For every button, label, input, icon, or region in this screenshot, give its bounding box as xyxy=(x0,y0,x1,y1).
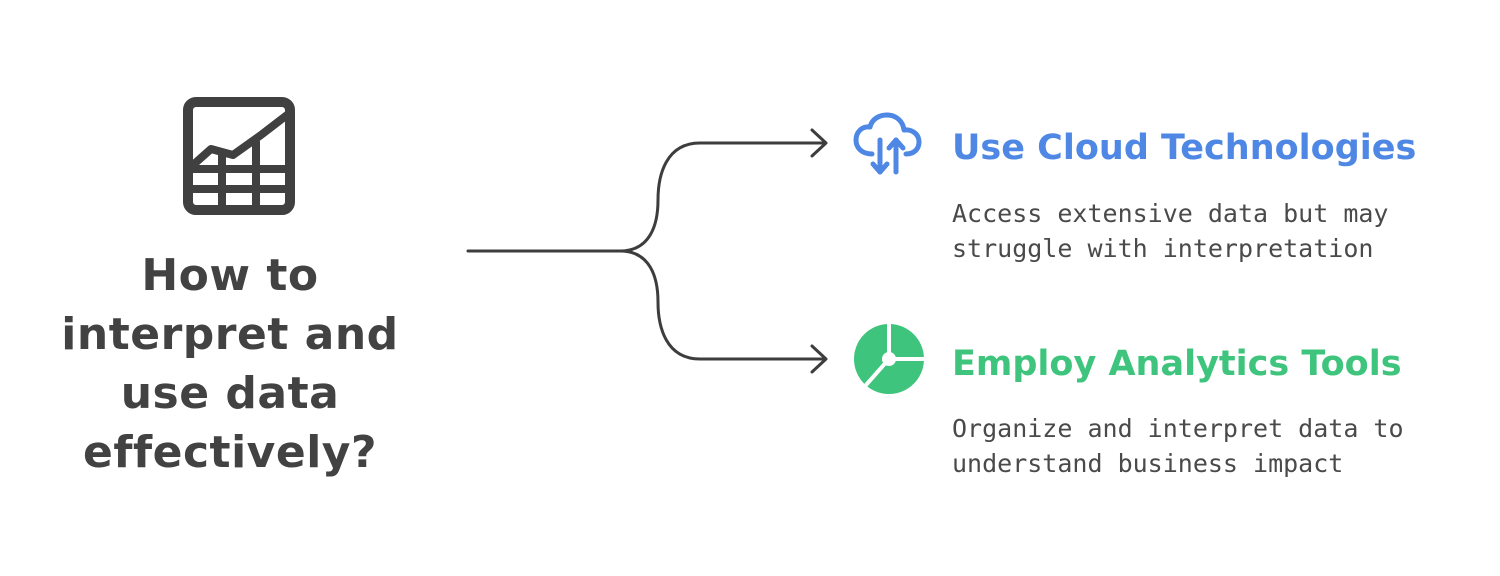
option-title-cloud: Use Cloud Technologies xyxy=(952,128,1417,168)
option-description-analytics: Organize and interpret data to understan… xyxy=(952,414,1404,478)
pie-chart-icon xyxy=(854,322,926,394)
connector-branch-upper xyxy=(618,141,827,253)
option-title-analytics: Employ Analytics Tools xyxy=(952,344,1402,384)
root-question: How to interpret and use data effectivel… xyxy=(61,250,399,478)
cloud-sync-icon xyxy=(853,112,922,175)
arrowhead-lower xyxy=(810,344,828,374)
arrowhead-upper xyxy=(810,128,828,158)
option-description-cloud: Access extensive data but may struggle w… xyxy=(952,199,1389,263)
connector-branch-lower xyxy=(618,249,827,361)
chart-grid-icon xyxy=(183,97,295,215)
